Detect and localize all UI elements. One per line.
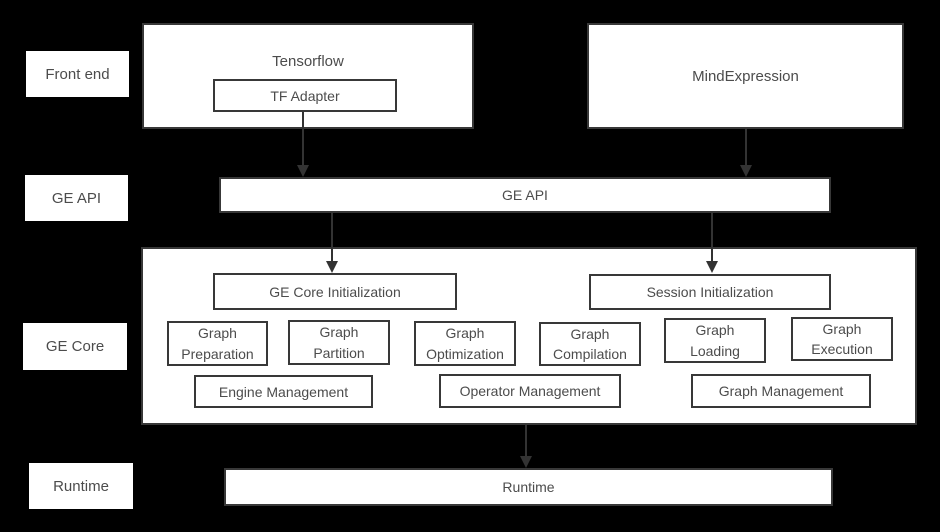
tf-adapter-label: TF Adapter xyxy=(270,87,340,104)
graph-management-label: Graph Management xyxy=(718,383,844,399)
tf-adapter-box: TF Adapter xyxy=(213,79,397,112)
ge-core-box: GE Core Initialization Session Initializ… xyxy=(141,247,917,425)
graph-partition-box: Graph Partition xyxy=(288,320,390,365)
operator-management-label: Operator Management xyxy=(459,383,601,399)
row-label-ge-api: GE API xyxy=(25,175,128,221)
arrow-ge-api-to-ge-core-initialization xyxy=(325,213,339,273)
graph-loading-box: Graph Loading xyxy=(664,318,766,363)
graph-optimization-label: Graph Optimization xyxy=(426,325,504,362)
graph-management-box: Graph Management xyxy=(691,374,871,408)
ge-core-initialization-label: GE Core Initialization xyxy=(269,283,401,300)
row-label-front-end: Front end xyxy=(26,51,129,97)
graph-loading-label: Graph Loading xyxy=(690,322,740,359)
graph-compilation-label: Graph Compilation xyxy=(553,325,627,362)
graph-compilation-box: Graph Compilation xyxy=(539,322,641,366)
tensorflow-box: Tensorflow TF Adapter xyxy=(142,23,474,129)
graph-execution-box: Graph Execution xyxy=(791,317,893,361)
session-initialization-box: Session Initialization xyxy=(589,274,831,310)
arrow-ge-core-to-runtime xyxy=(519,425,533,468)
arrow-ge-api-to-session-initialization xyxy=(705,213,719,273)
mind-expression-label: MindExpression xyxy=(692,67,799,85)
engine-management-box: Engine Management xyxy=(194,375,373,408)
ge-core-initialization-box: GE Core Initialization xyxy=(213,273,457,310)
ge-api-bar: GE API xyxy=(219,177,831,213)
engine-management-label: Engine Management xyxy=(218,383,349,400)
graph-preparation-label: Graph Preparation xyxy=(181,325,254,362)
runtime-label: Runtime xyxy=(502,479,555,495)
ge-api-label: GE API xyxy=(502,187,548,203)
graph-optimization-box: Graph Optimization xyxy=(414,321,516,366)
row-label-ge-core: GE Core xyxy=(23,323,127,370)
graph-preparation-box: Graph Preparation xyxy=(167,321,268,366)
arrow-tf-adapter-to-ge-api xyxy=(296,112,310,177)
graph-execution-label: Graph Execution xyxy=(811,320,873,357)
runtime-bar: Runtime xyxy=(224,468,833,506)
tensorflow-label: Tensorflow xyxy=(272,53,344,70)
operator-management-box: Operator Management xyxy=(439,374,621,408)
graph-partition-label: Graph Partition xyxy=(313,324,365,361)
session-initialization-label: Session Initialization xyxy=(646,284,774,300)
mind-expression-box: MindExpression xyxy=(587,23,904,129)
arrow-mind-expression-to-ge-api xyxy=(739,129,753,177)
row-label-runtime: Runtime xyxy=(29,463,133,509)
